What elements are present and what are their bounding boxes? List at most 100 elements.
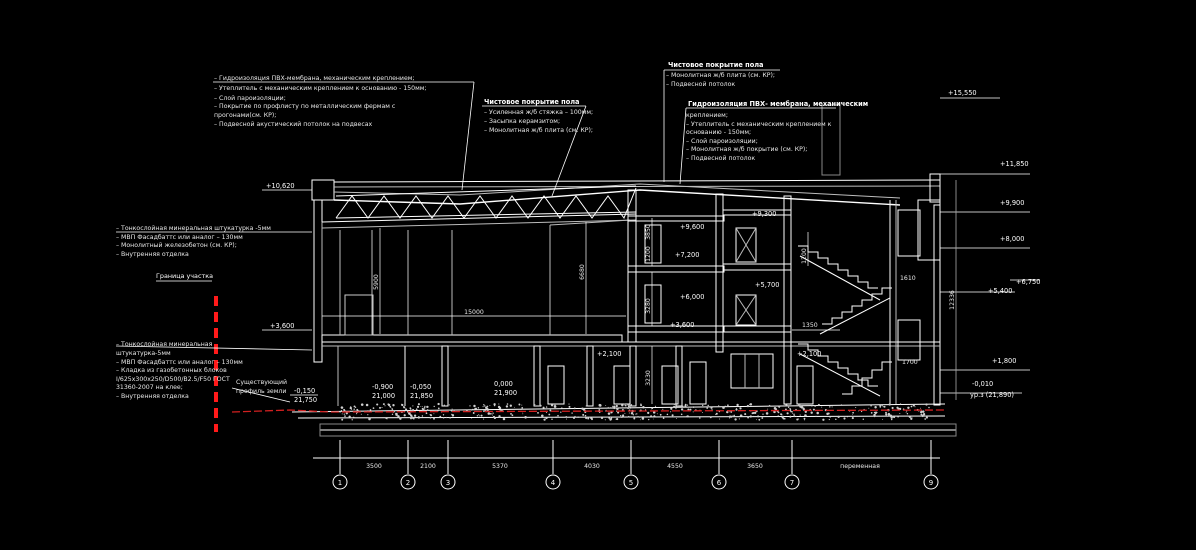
gravel-speck [489, 405, 491, 407]
gravel-speck [637, 416, 639, 418]
note-roof-right-line: – Утеплитель с механическим креплением к [686, 121, 832, 128]
gravel-speck [610, 417, 613, 420]
gravel-speck [920, 413, 923, 416]
gravel-speck [686, 404, 689, 406]
gravel-speck [424, 405, 426, 408]
gravel-speck [751, 412, 754, 415]
gravel-speck [919, 410, 923, 414]
gravel-speck [513, 406, 515, 408]
elevation-mark: +7,200 [675, 251, 699, 259]
gravel-speck [482, 406, 484, 408]
gravel-speck [815, 415, 817, 417]
dimension-value: 6680 [579, 264, 586, 280]
gravel-speck [491, 414, 493, 416]
gravel-speck [472, 408, 474, 410]
gravel-speck [648, 418, 650, 421]
gravel-speck [534, 403, 536, 405]
leader-lines [115, 69, 1040, 403]
elevation-mark: +10,620 [266, 182, 295, 190]
gravel-speck [417, 403, 420, 406]
gravel-speck [500, 409, 503, 411]
gravel-speck [874, 411, 878, 414]
elevation-mark: +9,900 [1000, 199, 1024, 207]
gravel-speck [829, 416, 831, 419]
gravel-speck [757, 415, 760, 418]
note-roof-right: Гидроизоляция ПВХ- мембрана, механически… [686, 100, 868, 162]
gravel-speck [372, 407, 375, 409]
gravel-speck [699, 417, 701, 419]
gravel-speck [612, 405, 614, 408]
note-roof-left-line: – Подвесной акустический потолок на подв… [214, 120, 373, 128]
gravel-speck [868, 407, 870, 409]
gravel-speck [621, 415, 624, 418]
gravel-speck [624, 412, 626, 414]
gravel-speck [879, 406, 881, 408]
gravel-speck [368, 417, 371, 421]
gravel-speck [351, 419, 353, 421]
gravel-speck [681, 405, 684, 408]
note-wall-upper-line: – Внутренняя отделка [116, 251, 189, 258]
gravel-speck [451, 413, 453, 416]
gravel-speck [629, 406, 632, 409]
gravel-speck [571, 412, 573, 414]
gravel-speck [862, 418, 865, 420]
gravel-speck [429, 417, 432, 419]
site-boundary-label: Граница участка [156, 272, 213, 280]
gravel-speck [899, 403, 902, 405]
note-roof-right-line: основанию - 150мм; [686, 129, 751, 136]
gravel-speck [897, 407, 900, 410]
gravel-speck [719, 418, 721, 420]
gravel-speck [426, 405, 429, 409]
gravel-speck [572, 416, 576, 420]
gravel-speck [780, 413, 783, 416]
gravel-speck [616, 407, 619, 410]
gravel-speck [671, 414, 674, 417]
gravel-speck [341, 418, 344, 421]
gravel-speck [870, 404, 872, 407]
note-floor-mid-line: – Монолитная ж/б плита (см. КР); [484, 126, 593, 134]
gravel-speck [787, 406, 790, 409]
gravel-speck [635, 413, 637, 415]
gravel-speck [746, 404, 750, 408]
gravel-speck [591, 418, 593, 421]
gravel-speck [662, 417, 665, 420]
gravel-speck [739, 414, 743, 417]
gravel-speck [343, 413, 345, 415]
gravel-speck [910, 417, 912, 419]
gravel-speck [615, 418, 617, 420]
gravel-speck [756, 419, 757, 421]
grid-axes [313, 440, 940, 490]
gravel-speck [607, 406, 609, 408]
ground-profile-label: Существующий [236, 378, 287, 386]
gravel-speck [617, 411, 620, 414]
spacing-5370: 5370 [492, 463, 508, 470]
gravel-speck [518, 403, 521, 406]
gravel-speck [521, 404, 523, 406]
gravel-speck [749, 415, 752, 418]
gravel-speck [928, 403, 930, 405]
note-roof-left-line: – Утеплитель с механическим креплением к… [214, 85, 426, 92]
gravel-speck [600, 417, 604, 420]
dimension-texts: 15000 5900 6680 3850 1200 3280 3230 1200… [373, 224, 956, 386]
gravel-speck [816, 411, 819, 415]
gravel-speck [701, 412, 703, 414]
elevation-mark: -0,010 [972, 380, 993, 388]
gravel-speck [380, 410, 381, 412]
elevation-marks: +10,620 +3,600 -0,150 +15,550 +11,850 +9… [266, 89, 1040, 395]
gravel-speck [624, 404, 627, 407]
gravel-speck [654, 405, 657, 407]
gravel-speck [804, 410, 807, 413]
gravel-speck [673, 405, 676, 409]
gravel-speck [652, 411, 656, 414]
gravel-speck [835, 418, 837, 421]
gravel-speck [412, 405, 414, 407]
gravel-speck [343, 409, 346, 412]
elevation-mark: +3,600 [670, 321, 694, 329]
gravel-speck [511, 414, 514, 417]
absolute-mark: 21,750 [294, 396, 317, 404]
gravel-speck [370, 417, 372, 419]
gravel-speck [798, 404, 800, 406]
gravel-speck [541, 414, 544, 418]
gravel-speck [486, 405, 489, 408]
gravel-speck [687, 408, 690, 411]
